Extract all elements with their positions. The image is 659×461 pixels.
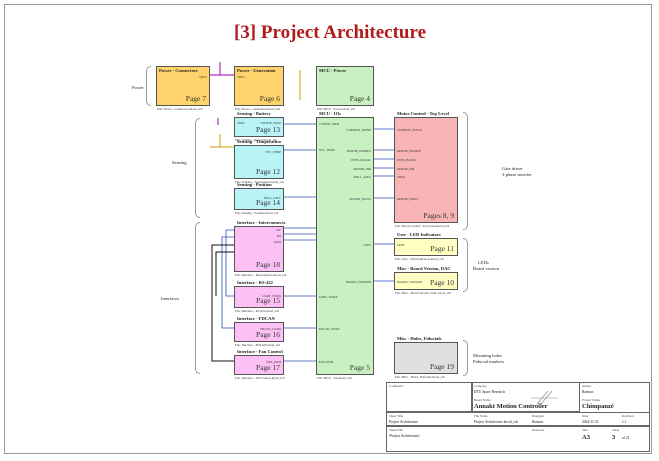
title-block-row-sheet: [386, 412, 650, 426]
title-block-comments-cell: [386, 382, 472, 412]
brace-mount: [463, 340, 468, 376]
group-label-inverter: 3-phase inverter: [502, 172, 532, 177]
group-label-board-version: Board version: [473, 266, 499, 271]
brace-leds: [463, 238, 468, 292]
author-label: Author: [582, 384, 592, 388]
sheet-power-generation[interactable]: Power - Generation VBUS Page 6: [234, 66, 284, 106]
brace-motor: [463, 112, 468, 230]
sheet-mcu-ios[interactable]: MCU - IOs VSENSE_VBAT NTC_TEMP CURRENT_S…: [316, 111, 374, 375]
file-mcu-power: File: MCU - Power.kicad_sch: [317, 107, 356, 111]
sheet-number-label: Sheet: [612, 428, 620, 432]
sheet-sensing-temperature[interactable]: Sensing - Temperature NTC_TEMP Page 12: [234, 139, 284, 179]
sheet-sensing-position[interactable]: Sensing - Position HALL_A/B/C Page 14: [234, 182, 284, 210]
drawing-frame: [4, 4, 652, 454]
project-name-value: Chimpanzé: [582, 403, 614, 410]
group-label-interfaces: Interfaces: [161, 296, 180, 301]
group-label-power: Power: [132, 85, 144, 90]
company-value: DTU Space Research: [474, 390, 505, 394]
date-value: 2024-11-21: [582, 420, 599, 424]
project-name-label: Project Name: [582, 398, 601, 402]
group-label-fiducials: Fiducial markers: [473, 359, 504, 364]
file-interface-fdcan: File: Interface - FDCAN.kicad_sch: [235, 343, 280, 347]
revision-value: 1.1: [622, 420, 627, 424]
sheet-board-version[interactable]: Misc - Board Version, DAC BOARD_VERSION …: [394, 266, 458, 290]
sheet-path-label: Sheet Path: [389, 428, 404, 432]
sheet-interface-rs422[interactable]: Interface - RS-422 UART_TX/RX Page 15: [234, 280, 284, 308]
file-interface-rs422: File: Interface - RS-422.kicad_sch: [235, 309, 279, 313]
file-holes-fiducials: File: Misc - Holes, Fiducials.kicad_sch: [395, 375, 445, 379]
company-label: Company: [474, 384, 487, 388]
file-board-version: File: Misc - Board Version, DAC.kicad_sc…: [395, 291, 451, 295]
title-block-row-path: [386, 426, 650, 452]
brace-interfaces: [195, 222, 200, 374]
group-label-gate-driver: Gate driver: [502, 166, 523, 171]
designer-value: Rasmus: [532, 420, 544, 424]
file-mcu-ios: File: MCU - IOs.kicad_sch: [317, 376, 352, 380]
sheet-interface-fan-control[interactable]: Interface - Fan Control FAN_PWM Page 17: [234, 349, 284, 375]
reviewer-label: Reviewer: [532, 428, 545, 432]
sheet-title-value: Project Architecture: [389, 420, 418, 424]
sheet-mcu-power[interactable]: MCU - Power Page 4: [316, 66, 374, 106]
date-label: Date: [582, 414, 589, 418]
sheet-total-value: of 21: [622, 436, 630, 440]
sheet-interface-interconnects[interactable]: Interface - Interconnects I2C SPI GPIO P…: [234, 220, 285, 272]
sheet-title-label: Sheet Title: [389, 414, 404, 418]
file-sensing-position: File: Sensing - Position.kicad_sch: [235, 211, 279, 215]
brace-sensing: [195, 118, 200, 218]
comments-label: Comments: [389, 384, 404, 388]
wire-rs422-power: [215, 251, 234, 296]
company-logo: [531, 390, 558, 405]
file-sensing-temperature: File: Sensing - Temperature.kicad_sch: [235, 180, 284, 184]
file-led-indicators: File: User - LED Indicators.kicad_sch: [395, 257, 444, 261]
file-motor-control: File: Motor Control - Top Level.kicad_sc…: [395, 224, 450, 228]
file-sensing-battery: File: Sensing - Battery.kicad_sch: [235, 138, 278, 142]
file-interface-fan-control: File: Interface - Fan Control.kicad_sch: [235, 376, 285, 380]
sheet-path-value: /Project Architecture/: [389, 434, 420, 438]
sheet-motor-control[interactable]: Motor Control - Top Level CURRENT_SENSE …: [394, 111, 458, 223]
sheet-interface-fdcan[interactable]: Interface - FDCAN FDCAN_TX/RX Page 16: [234, 316, 284, 342]
sheet-sensing-battery[interactable]: Sensing - Battery VBAT VSENSE_VBAT Page …: [234, 111, 284, 137]
group-label-leds: LEDs: [478, 260, 489, 265]
file-interface-interconnects: File: Interface - Interconnects.kicad_sc…: [235, 273, 287, 277]
group-label-mounting: Mounting holes: [473, 353, 502, 358]
board-name-label: Board Name: [474, 398, 491, 402]
wire-loop-a: [225, 229, 234, 297]
author-value: Rasmus: [582, 390, 594, 394]
group-label-sensing: Sensing: [172, 160, 187, 165]
page-title: [3] Project Architecture: [233, 22, 427, 43]
wire-loop-b: [221, 236, 234, 329]
file-power-connectors: File: Power - Connectors.kicad_sch: [157, 107, 203, 111]
title-block-company-cell: [472, 382, 580, 412]
file-power-generation: File: Power - Generation.kicad_sch: [235, 107, 281, 111]
board-name-value: Annakt Motion Controller: [474, 403, 548, 410]
size-value: A3: [582, 434, 590, 441]
revision-label: Revision: [622, 414, 634, 418]
sheet-number-value: 3: [612, 434, 616, 441]
file-name-value: Project Architecture.kicad_sch: [474, 420, 519, 424]
wire-fan-power: [211, 244, 234, 362]
sheet-led-indicators[interactable]: User - LED Indicators LEDS Page 11: [394, 232, 458, 256]
designer-label: Designer: [532, 414, 544, 418]
size-label: Size: [582, 428, 588, 432]
sheet-power-connectors[interactable]: Power - Connectors VBUS Page 7: [156, 66, 210, 106]
brace-power: [146, 66, 151, 106]
file-name-label: File Name: [474, 414, 488, 418]
sheet-holes-fiducials[interactable]: Misc - Holes, Fiducials Page 19: [394, 336, 458, 374]
